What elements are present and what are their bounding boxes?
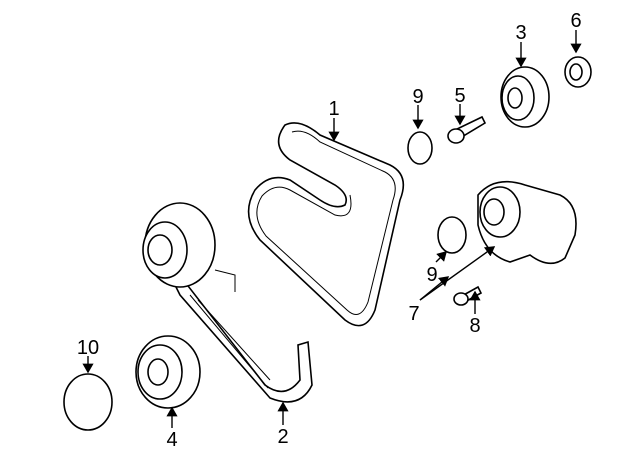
- bolt-8[interactable]: [453, 285, 483, 306]
- serpentine-belt[interactable]: [247, 122, 405, 327]
- callout-1: 1: [328, 98, 339, 120]
- bolt-5[interactable]: [447, 115, 487, 144]
- belt-tensioner[interactable]: [477, 180, 577, 265]
- timing-belt[interactable]: [173, 281, 313, 403]
- callout-6: 6: [570, 10, 581, 32]
- callout-9-upper: 9: [412, 86, 423, 108]
- cap-9-upper[interactable]: [407, 131, 433, 165]
- idler-pulley-3[interactable]: [500, 66, 550, 128]
- callout-3: 3: [515, 22, 526, 44]
- idler-pulley-4[interactable]: [135, 335, 201, 409]
- cap-10[interactable]: [63, 373, 113, 431]
- callout-5: 5: [454, 85, 465, 107]
- water-pump-pulley[interactable]: [142, 202, 236, 292]
- callout-7: 7: [408, 303, 419, 325]
- cap-9-lower[interactable]: [437, 216, 467, 254]
- callout-10: 10: [77, 337, 99, 359]
- dust-cap-6[interactable]: [564, 56, 592, 88]
- leader-lines: [82, 30, 582, 428]
- callout-8: 8: [469, 315, 480, 337]
- callout-9-lower: 9: [426, 264, 437, 286]
- callout-4: 4: [166, 429, 177, 451]
- callout-2: 2: [277, 426, 288, 448]
